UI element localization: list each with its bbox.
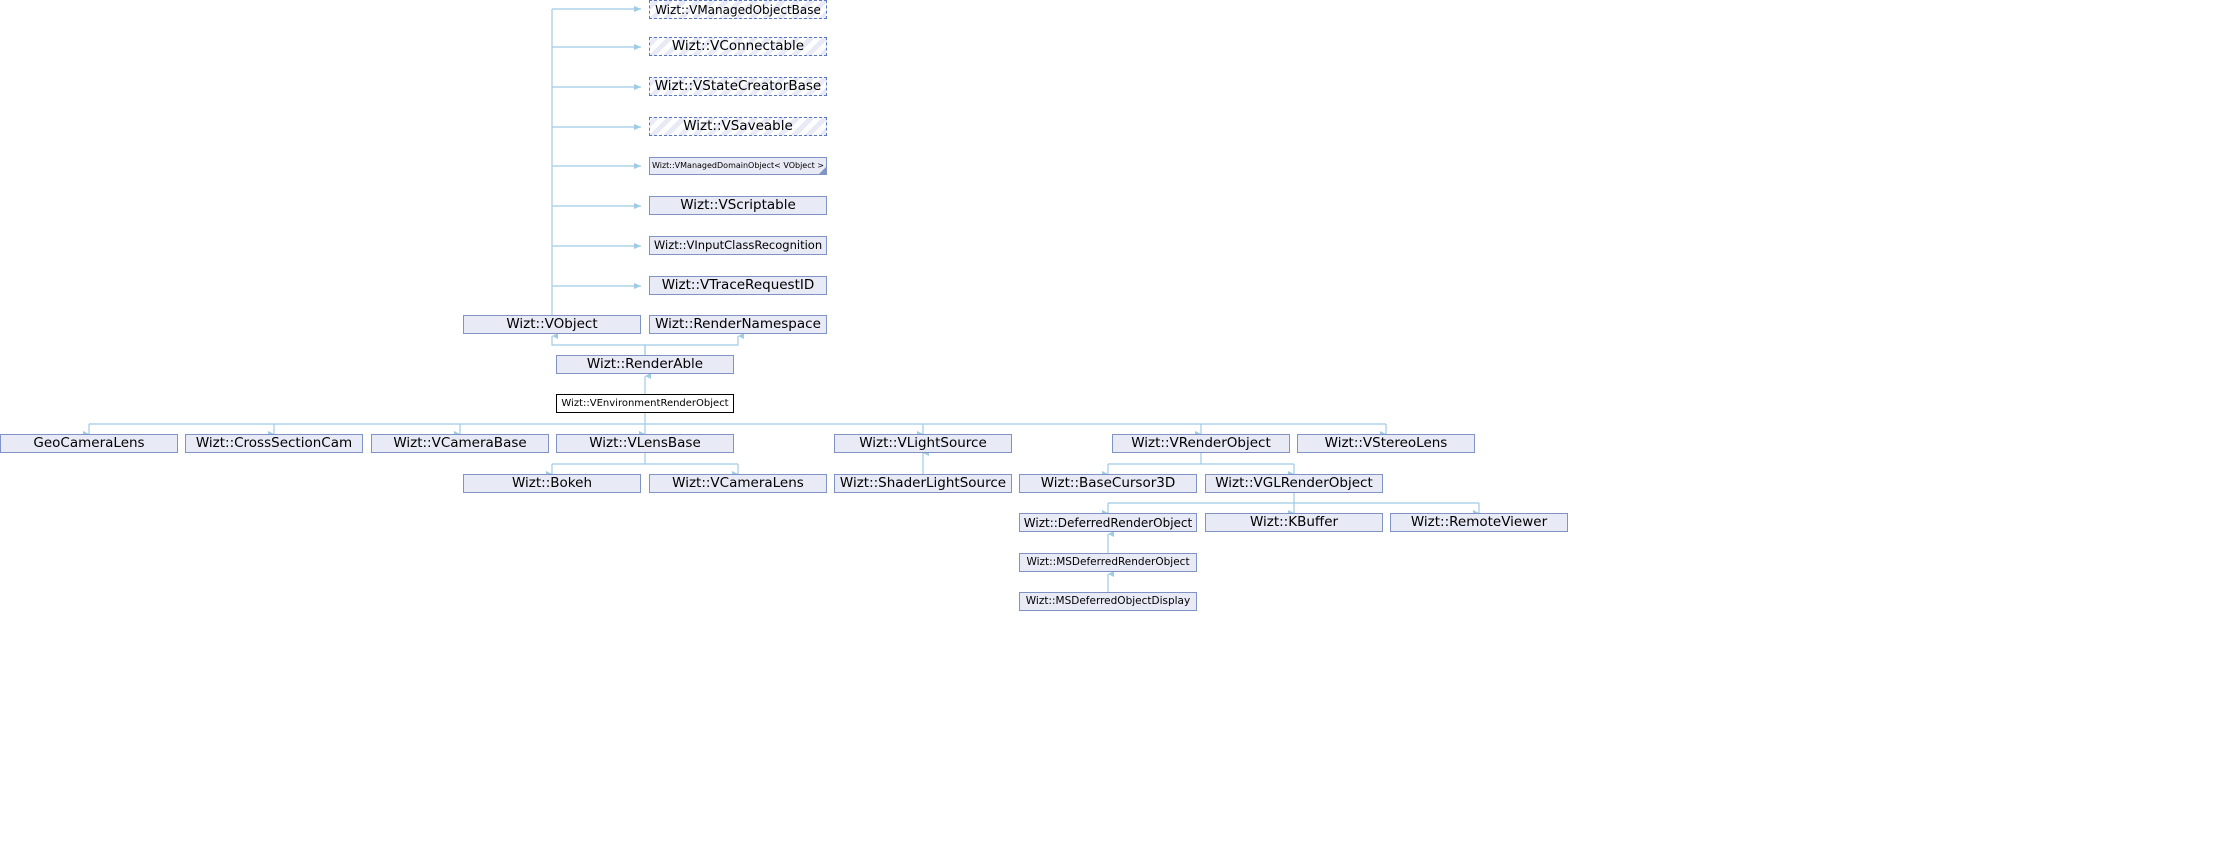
class-node-label: Wizt::VGLRenderObject — [1215, 474, 1373, 491]
class-node-wizt-msdeferredobjectdisplay[interactable]: Wizt::MSDeferredObjectDisplay — [1019, 592, 1197, 611]
class-node-label: Wizt::VManagedObjectBase — [655, 2, 821, 17]
edge-group-environment-children — [83, 413, 1387, 437]
class-node-label: Wizt::ShaderLightSource — [839, 474, 1007, 491]
class-node-label: Wizt::VLightSource — [859, 434, 987, 451]
class-node-wizt-basecursor3d[interactable]: Wizt::BaseCursor3D — [1019, 474, 1197, 493]
class-node-label: Wizt::RenderAble — [586, 355, 704, 372]
class-node-label: Wizt::MSDeferredRenderObject — [1026, 556, 1190, 569]
class-node-wizt-venvironmentrenderobject[interactable]: Wizt::VEnvironmentRenderObject — [556, 394, 734, 413]
class-node-wizt-vtracerequestid[interactable]: Wizt::VTraceRequestID — [649, 276, 827, 295]
class-node-wizt-crosssectioncam[interactable]: Wizt::CrossSectionCam — [185, 434, 363, 453]
class-node-label: Wizt::VTraceRequestID — [661, 276, 815, 293]
class-node-label: Wizt::VSaveable — [683, 117, 793, 134]
class-node-label: Wizt::VCameraLens — [672, 474, 804, 491]
class-node-label: Wizt::VManagedDomainObject< VObject > — [652, 161, 824, 170]
class-node-label: Wizt::VLensBase — [589, 434, 701, 451]
class-node-wizt-renderable[interactable]: Wizt::RenderAble — [556, 355, 734, 374]
class-node-wizt-vcameralens[interactable]: Wizt::VCameraLens — [649, 474, 827, 493]
class-node-wizt-vlightsource[interactable]: Wizt::VLightSource — [834, 434, 1012, 453]
edge-group-renderable — [551, 333, 744, 394]
class-node-wizt-vglrenderobject[interactable]: Wizt::VGLRenderObject — [1205, 474, 1383, 493]
class-node-wizt-remoteviewer[interactable]: Wizt::RemoteViewer — [1390, 513, 1568, 532]
class-node-wizt-deferredrenderobject[interactable]: Wizt::DeferredRenderObject — [1019, 513, 1197, 532]
class-node-wizt-vsaveable[interactable]: Wizt::VSaveable — [649, 117, 827, 136]
edge-group-vobject-interfaces — [551, 6, 641, 315]
class-node-label: Wizt::VScriptable — [680, 196, 796, 213]
class-node-wizt-vscriptable[interactable]: Wizt::VScriptable — [649, 196, 827, 215]
class-node-label: Wizt::BaseCursor3D — [1040, 474, 1176, 491]
class-node-label: Wizt::DeferredRenderObject — [1023, 515, 1193, 530]
class-node-label: Wizt::VInputClassRecognition — [653, 237, 823, 252]
class-node-label: Wizt::VStereoLens — [1324, 434, 1448, 451]
class-node-wizt-vmanageddomainobject-vobject[interactable]: Wizt::VManagedDomainObject< VObject > — [649, 157, 827, 175]
class-node-wizt-vstereolens[interactable]: Wizt::VStereoLens — [1297, 434, 1475, 453]
class-node-label: Wizt::VRenderObject — [1131, 434, 1271, 451]
edge-group-lensbase-children — [546, 453, 739, 477]
class-node-wizt-vconnectable[interactable]: Wizt::VConnectable — [649, 37, 827, 56]
class-node-wizt-shaderlightsource[interactable]: Wizt::ShaderLightSource — [834, 474, 1012, 493]
class-node-wizt-vrenderobject[interactable]: Wizt::VRenderObject — [1112, 434, 1290, 453]
class-node-geocameralens[interactable]: GeoCameraLens — [0, 434, 178, 453]
class-node-label: Wizt::CrossSectionCam — [195, 434, 353, 451]
class-node-wizt-vcamerabase[interactable]: Wizt::VCameraBase — [371, 434, 549, 453]
class-node-label: Wizt::KBuffer — [1249, 513, 1339, 530]
class-node-wizt-rendernamespace[interactable]: Wizt::RenderNamespace — [649, 315, 827, 334]
class-node-wizt-vobject[interactable]: Wizt::VObject — [463, 315, 641, 334]
class-node-label: Wizt::MSDeferredObjectDisplay — [1025, 595, 1191, 608]
class-node-label: Wizt::VStateCreatorBase — [654, 77, 822, 94]
class-node-label: Wizt::VCameraBase — [393, 434, 527, 451]
class-node-wizt-bokeh[interactable]: Wizt::Bokeh — [463, 474, 641, 493]
class-node-label: Wizt::VConnectable — [671, 37, 805, 54]
class-node-label: GeoCameraLens — [33, 434, 145, 451]
class-node-wizt-kbuffer[interactable]: Wizt::KBuffer — [1205, 513, 1383, 532]
edge-group-glrenderobject-children — [1102, 493, 1480, 516]
class-node-label: Wizt::VEnvironmentRenderObject — [561, 397, 729, 409]
class-node-label: Wizt::VObject — [506, 315, 598, 332]
class-node-wizt-vinputclassrecognition[interactable]: Wizt::VInputClassRecognition — [649, 236, 827, 255]
class-node-wizt-vmanagedobjectbase[interactable]: Wizt::VManagedObjectBase — [649, 0, 827, 19]
class-node-label: Wizt::RenderNamespace — [655, 315, 821, 332]
class-node-wizt-msdeferredrenderobject[interactable]: Wizt::MSDeferredRenderObject — [1019, 553, 1197, 572]
class-node-wizt-vstatecreatorbase[interactable]: Wizt::VStateCreatorBase — [649, 77, 827, 96]
class-node-wizt-vlensbase[interactable]: Wizt::VLensBase — [556, 434, 734, 453]
class-node-label: Wizt::RemoteViewer — [1410, 513, 1548, 530]
edge-group-renderobject-children — [1102, 453, 1295, 477]
class-node-label: Wizt::Bokeh — [512, 474, 592, 491]
